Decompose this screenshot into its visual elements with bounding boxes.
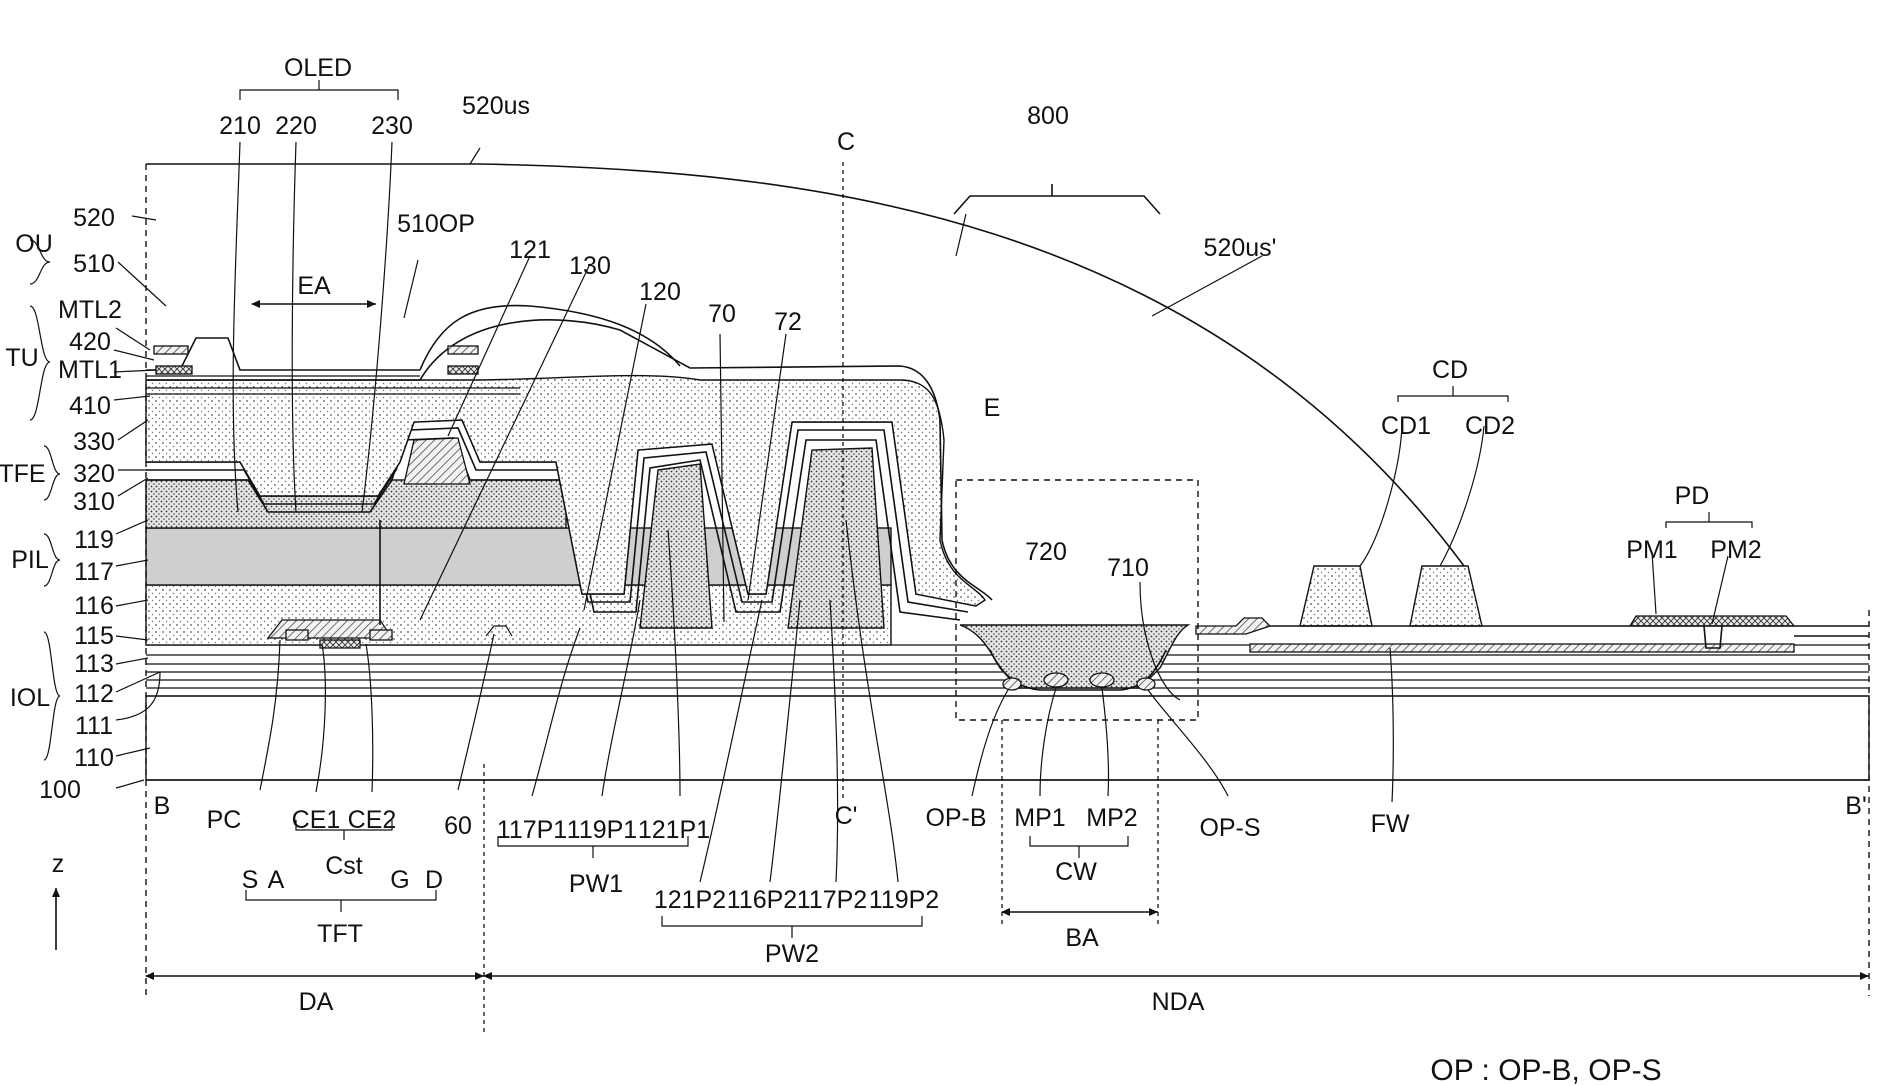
label-z: z bbox=[52, 850, 65, 878]
label-60: 60 bbox=[444, 812, 472, 840]
label-cd1: CD1 bbox=[1381, 412, 1431, 440]
label-op-b: OP-B bbox=[925, 804, 986, 832]
label-113: 113 bbox=[74, 650, 114, 678]
label-800: 800 bbox=[1027, 102, 1069, 130]
display-area-stack bbox=[146, 306, 992, 648]
label-230: 230 bbox=[371, 112, 413, 140]
label-510op: 510OP bbox=[397, 210, 475, 238]
label-116: 116 bbox=[74, 592, 114, 620]
label-pc: PC bbox=[207, 806, 242, 834]
label-121p2: 121P2 bbox=[654, 886, 726, 914]
label-110: 110 bbox=[74, 744, 114, 772]
label-b-prime: B' bbox=[1845, 792, 1866, 820]
label-115: 115 bbox=[74, 622, 114, 650]
label-a: A bbox=[268, 866, 285, 894]
label-c: C bbox=[837, 128, 855, 156]
label-da: DA bbox=[299, 988, 334, 1016]
label-72: 72 bbox=[774, 308, 802, 336]
label-112: 112 bbox=[74, 680, 114, 708]
bending-region bbox=[956, 480, 1270, 720]
label-111: 111 bbox=[75, 712, 113, 740]
label-220: 220 bbox=[275, 112, 317, 140]
label-pw1: PW1 bbox=[569, 870, 623, 898]
label-cd: CD bbox=[1432, 356, 1468, 384]
label-e: E bbox=[984, 394, 1001, 422]
footnote: OP : OP-B, OP-S bbox=[1430, 1054, 1661, 1086]
label-320: 320 bbox=[73, 460, 115, 488]
label-117: 117 bbox=[74, 558, 114, 586]
label-310: 310 bbox=[73, 488, 115, 516]
label-520us-prime: 520us' bbox=[1204, 234, 1277, 262]
dam-region bbox=[1250, 566, 1869, 652]
label-mtl2: MTL2 bbox=[58, 296, 122, 324]
label-116p2: 116P2 bbox=[727, 886, 797, 914]
label-pil: PIL bbox=[11, 546, 49, 574]
label-510: 510 bbox=[73, 250, 115, 278]
label-70: 70 bbox=[708, 300, 736, 328]
label-119: 119 bbox=[74, 526, 114, 554]
label-410: 410 bbox=[69, 392, 111, 420]
label-iol: IOL bbox=[10, 684, 50, 712]
bracket-800 bbox=[954, 196, 1160, 214]
label-tfe: TFE bbox=[0, 460, 46, 488]
label-b: B bbox=[154, 792, 171, 820]
label-oled: OLED bbox=[284, 54, 352, 82]
label-mtl1: MTL1 bbox=[58, 356, 122, 384]
label-pm2: PM2 bbox=[1710, 536, 1761, 564]
label-ce2: CE2 bbox=[348, 806, 397, 834]
label-tu: TU bbox=[5, 344, 38, 372]
label-d: D bbox=[425, 866, 443, 894]
label-pw2: PW2 bbox=[765, 940, 819, 968]
label-fw: FW bbox=[1371, 810, 1410, 838]
label-119p2: 119P2 bbox=[869, 886, 939, 914]
label-117p2: 117P2 bbox=[797, 886, 867, 914]
label-520us: 520us bbox=[462, 92, 530, 120]
label-cst: Cst bbox=[325, 852, 363, 880]
label-520: 520 bbox=[73, 204, 115, 232]
label-119p1: 119P1 bbox=[567, 816, 637, 844]
label-720: 720 bbox=[1025, 538, 1067, 566]
label-100: 100 bbox=[39, 776, 81, 804]
label-g: G bbox=[390, 866, 409, 894]
label-210: 210 bbox=[219, 112, 261, 140]
label-710: 710 bbox=[1107, 554, 1149, 582]
label-mp2: MP2 bbox=[1086, 804, 1137, 832]
label-op-s: OP-S bbox=[1199, 814, 1260, 842]
label-ba: BA bbox=[1065, 924, 1099, 952]
label-ce1: CE1 bbox=[292, 806, 341, 834]
label-pd: PD bbox=[1675, 482, 1710, 510]
label-cw: CW bbox=[1055, 858, 1097, 886]
label-117p1: 117P1 bbox=[497, 816, 567, 844]
label-ea: EA bbox=[297, 272, 331, 300]
label-pm1: PM1 bbox=[1626, 536, 1677, 564]
label-nda: NDA bbox=[1152, 988, 1205, 1016]
label-s: S bbox=[242, 866, 259, 894]
label-tft: TFT bbox=[317, 920, 363, 948]
label-cd2: CD2 bbox=[1465, 412, 1515, 440]
label-121: 121 bbox=[509, 236, 551, 264]
label-121p1: 121P1 bbox=[638, 816, 710, 844]
label-ou: OU bbox=[15, 230, 53, 258]
label-120: 120 bbox=[639, 278, 681, 306]
label-mp1: MP1 bbox=[1014, 804, 1065, 832]
label-420: 420 bbox=[69, 328, 111, 356]
label-c-prime: C' bbox=[835, 802, 858, 830]
label-130: 130 bbox=[569, 252, 611, 280]
label-330: 330 bbox=[73, 428, 115, 456]
